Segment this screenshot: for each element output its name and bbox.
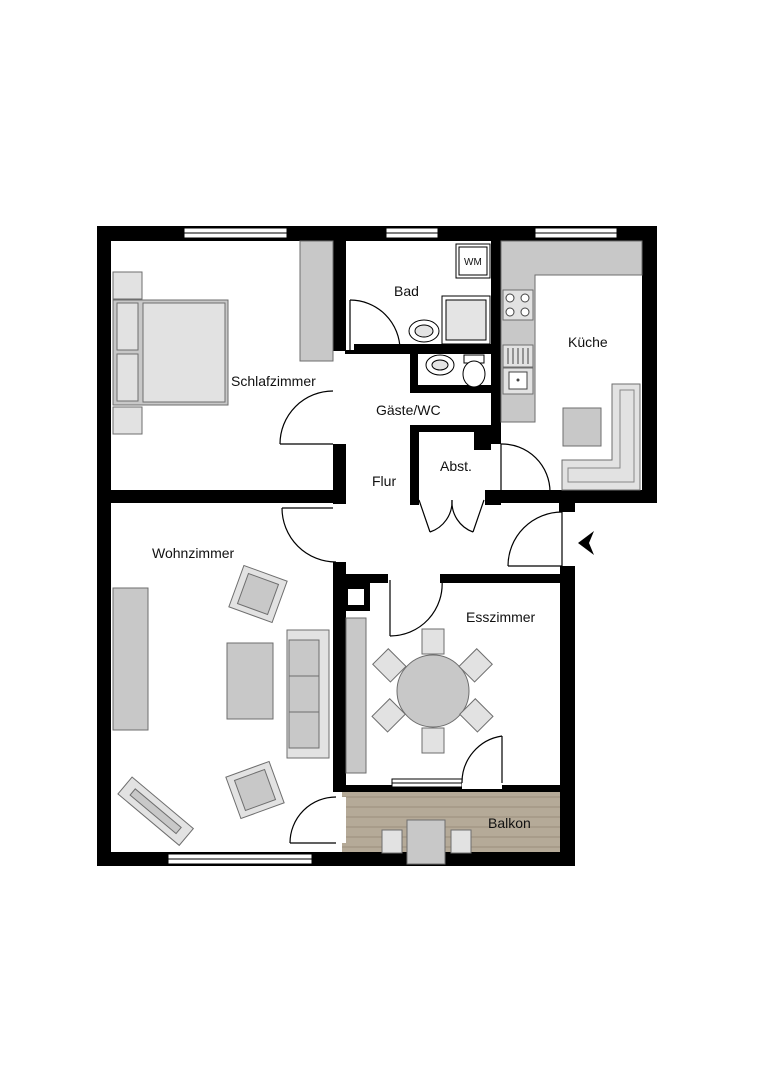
label-bad: Bad [394,283,419,299]
armchair-bottom [225,760,285,820]
dining-chair [371,698,406,733]
dining-table [396,654,470,728]
side-cabinet [345,617,367,774]
dining-chair [421,628,445,655]
dining-chair [458,648,493,683]
washbasin-small [425,354,455,376]
window-esszimmer [391,778,463,788]
nightstand-top [112,271,143,300]
label-balkon: Balkon [488,815,531,831]
pillow [116,353,139,402]
bad-fixtures [408,243,491,345]
door-wohnzimmer [281,504,346,563]
dining-chair [459,698,494,733]
kitchen-counter [500,240,643,423]
window-kueche [534,227,618,239]
door-entrance [507,511,575,567]
label-esszimmer: Esszimmer [466,609,536,625]
label-abst: Abst. [440,458,472,474]
schlafzimmer-furniture [112,240,334,435]
nightstand-bottom [112,406,143,435]
dining-chair [421,727,445,754]
sink [502,367,534,395]
armchair-top [228,564,288,624]
door-balkon-wohnzimmer [289,796,346,844]
door-kueche [491,443,551,493]
toilet [462,354,486,388]
sink-drainer [502,344,534,368]
door-schlafzimmer [279,390,346,445]
wardrobe [299,240,334,362]
window-bad [385,227,439,239]
wohnzimmer-furniture [112,564,330,847]
label-washing-machine: WM [464,257,482,268]
doors [279,299,575,844]
pillow [116,302,139,351]
coffee-table [226,642,274,720]
kitchen-table [562,407,602,447]
door-esszimmer [388,574,443,637]
window-wohnzimmer [167,853,313,865]
bed-blanket [142,302,226,403]
windows [167,227,618,865]
corner-bench [561,383,641,491]
balkon-furniture [381,819,472,865]
balcony-table [406,819,446,865]
door-bad [346,299,401,351]
door-abstellraum [418,499,485,533]
kueche-furniture [500,240,643,491]
balcony-chair [381,829,403,854]
label-kueche: Küche [568,334,608,350]
gaeste-wc-fixtures [425,354,486,388]
inner-walls [111,241,560,792]
sideboard [112,587,149,731]
esszimmer-furniture [345,617,494,774]
label-schlafzimmer: Schlafzimmer [231,373,316,389]
window-schlafzimmer [183,227,288,239]
room-labels: Schlafzimmer Bad Küche Gäste/WC Flur Abs… [152,257,608,831]
label-gaeste-wc: Gäste/WC [376,402,441,418]
label-wohnzimmer: Wohnzimmer [152,545,235,561]
label-flur: Flur [372,473,396,489]
entrance-arrow-icon [578,531,594,555]
tv-bench [117,776,195,847]
balcony-chair [450,829,472,854]
stove [502,289,534,321]
sofa [286,629,330,759]
dining-chair [372,648,407,683]
washbasin [408,319,440,343]
door-balkon-esszimmer [461,735,503,789]
